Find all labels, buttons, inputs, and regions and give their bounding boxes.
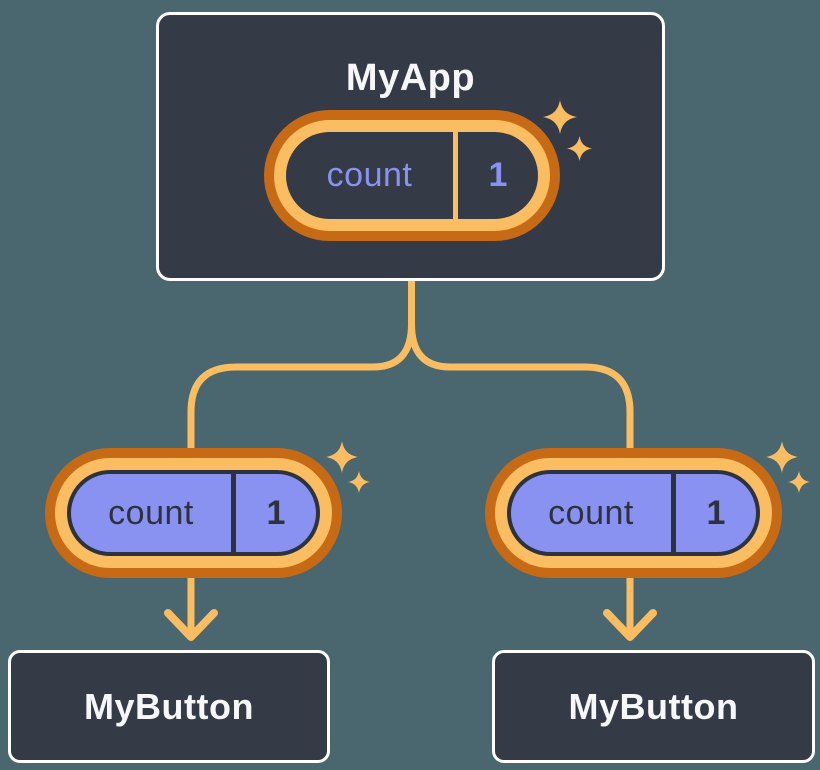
arrowhead-left-icon bbox=[164, 609, 218, 641]
sparkle-icon bbox=[543, 100, 577, 134]
component-title: MyApp bbox=[345, 57, 476, 99]
state-label: count bbox=[548, 493, 634, 532]
state-value: 1 bbox=[266, 493, 286, 532]
state-label: count bbox=[326, 156, 413, 194]
pill-band: count 1 bbox=[495, 458, 772, 568]
sparkle-icon bbox=[788, 471, 810, 493]
state-value: 1 bbox=[488, 156, 508, 194]
sparkle-icon bbox=[567, 136, 592, 161]
sparkle-icon bbox=[348, 471, 370, 493]
state-pill-left: count 1 bbox=[45, 448, 342, 578]
state-pill-right: count 1 bbox=[485, 448, 782, 578]
pill-core: count 1 bbox=[67, 470, 320, 556]
state-pill-root: count 1 bbox=[264, 110, 560, 241]
state-value: 1 bbox=[706, 493, 726, 532]
component-node-mybutton-right: MyButton bbox=[492, 650, 815, 763]
pill-band: count 1 bbox=[55, 458, 332, 568]
component-node-mybutton-left: MyButton bbox=[8, 650, 330, 763]
pill-core: count 1 bbox=[286, 132, 538, 219]
pill-divider bbox=[231, 474, 236, 552]
edge-root-to-right-child bbox=[408, 320, 634, 635]
state-label: count bbox=[108, 493, 194, 532]
pill-band: count 1 bbox=[274, 120, 550, 231]
pill-core: count 1 bbox=[507, 470, 760, 556]
edge-root-to-left-child bbox=[187, 320, 415, 635]
pill-divider bbox=[671, 474, 676, 552]
component-title: MyButton bbox=[84, 685, 254, 727]
sparkle-icon bbox=[326, 441, 358, 473]
component-title: MyButton bbox=[568, 685, 739, 727]
arrowhead-right-icon bbox=[603, 609, 657, 641]
sparkle-icon bbox=[766, 441, 798, 473]
pill-divider bbox=[453, 132, 458, 219]
